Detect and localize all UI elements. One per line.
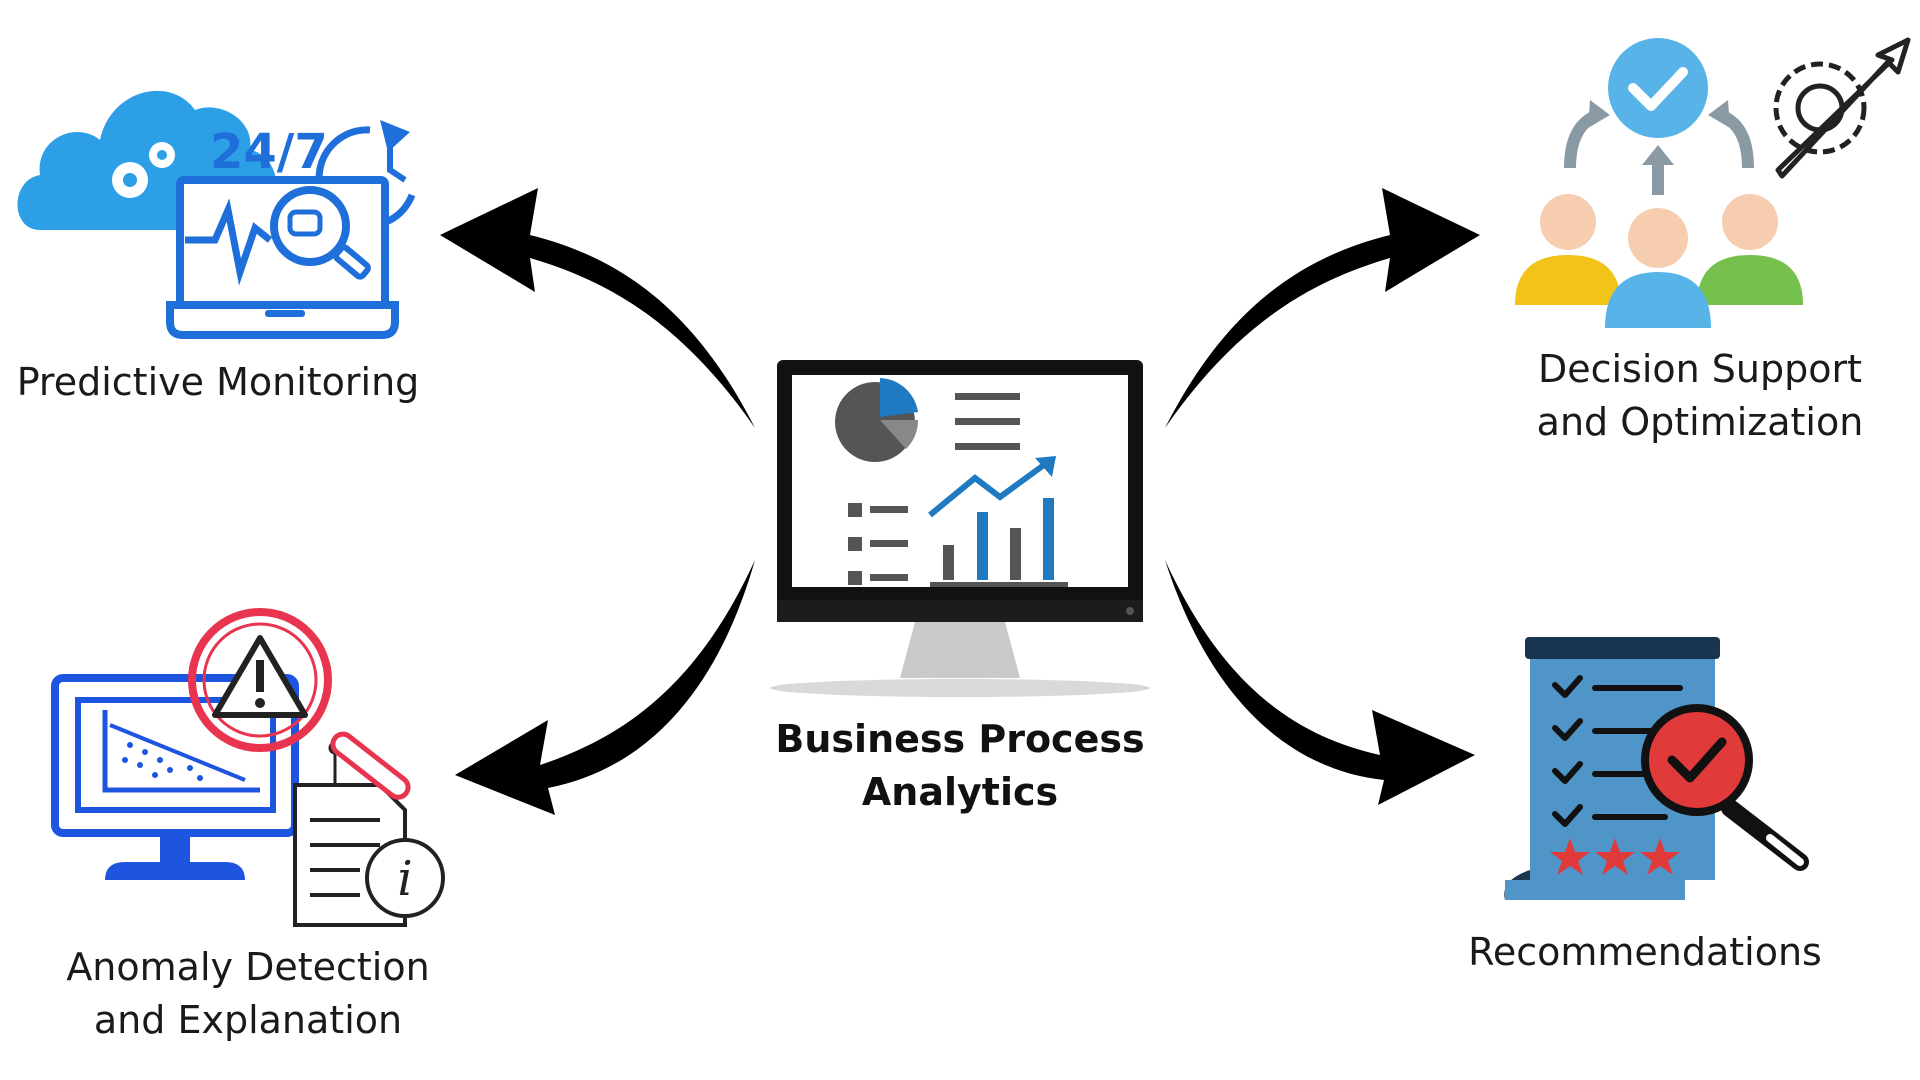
svg-text:i: i — [397, 851, 412, 907]
arrow-to-recommendations — [1165, 560, 1475, 805]
label-decision-support-line2: and Optimization — [1537, 400, 1864, 444]
arrow-to-predictive-monitoring — [440, 188, 755, 428]
center-title-line1: Business Process — [775, 717, 1144, 761]
predictive-monitoring-icon: 24/7 — [17, 90, 416, 339]
label-anomaly-detection-line1: Anomaly Detection — [66, 945, 429, 989]
center-title-line2: Analytics — [862, 770, 1058, 814]
anomaly-detection-icon: i — [51, 608, 445, 927]
arrow-to-anomaly-detection — [455, 560, 755, 815]
label-anomaly-detection-line2: and Explanation — [94, 998, 402, 1042]
label-predictive-monitoring: Predictive Monitoring — [17, 360, 420, 404]
label-recommendations: Recommendations — [1468, 930, 1822, 974]
recommendations-icon — [1504, 637, 1809, 900]
predictive-badge-text: 24/7 — [210, 124, 328, 180]
arrow-to-decision-support — [1165, 188, 1480, 428]
analytics-monitor-icon — [770, 360, 1150, 697]
label-decision-support-line1: Decision Support — [1538, 347, 1862, 391]
decision-support-icon — [1515, 37, 1911, 328]
